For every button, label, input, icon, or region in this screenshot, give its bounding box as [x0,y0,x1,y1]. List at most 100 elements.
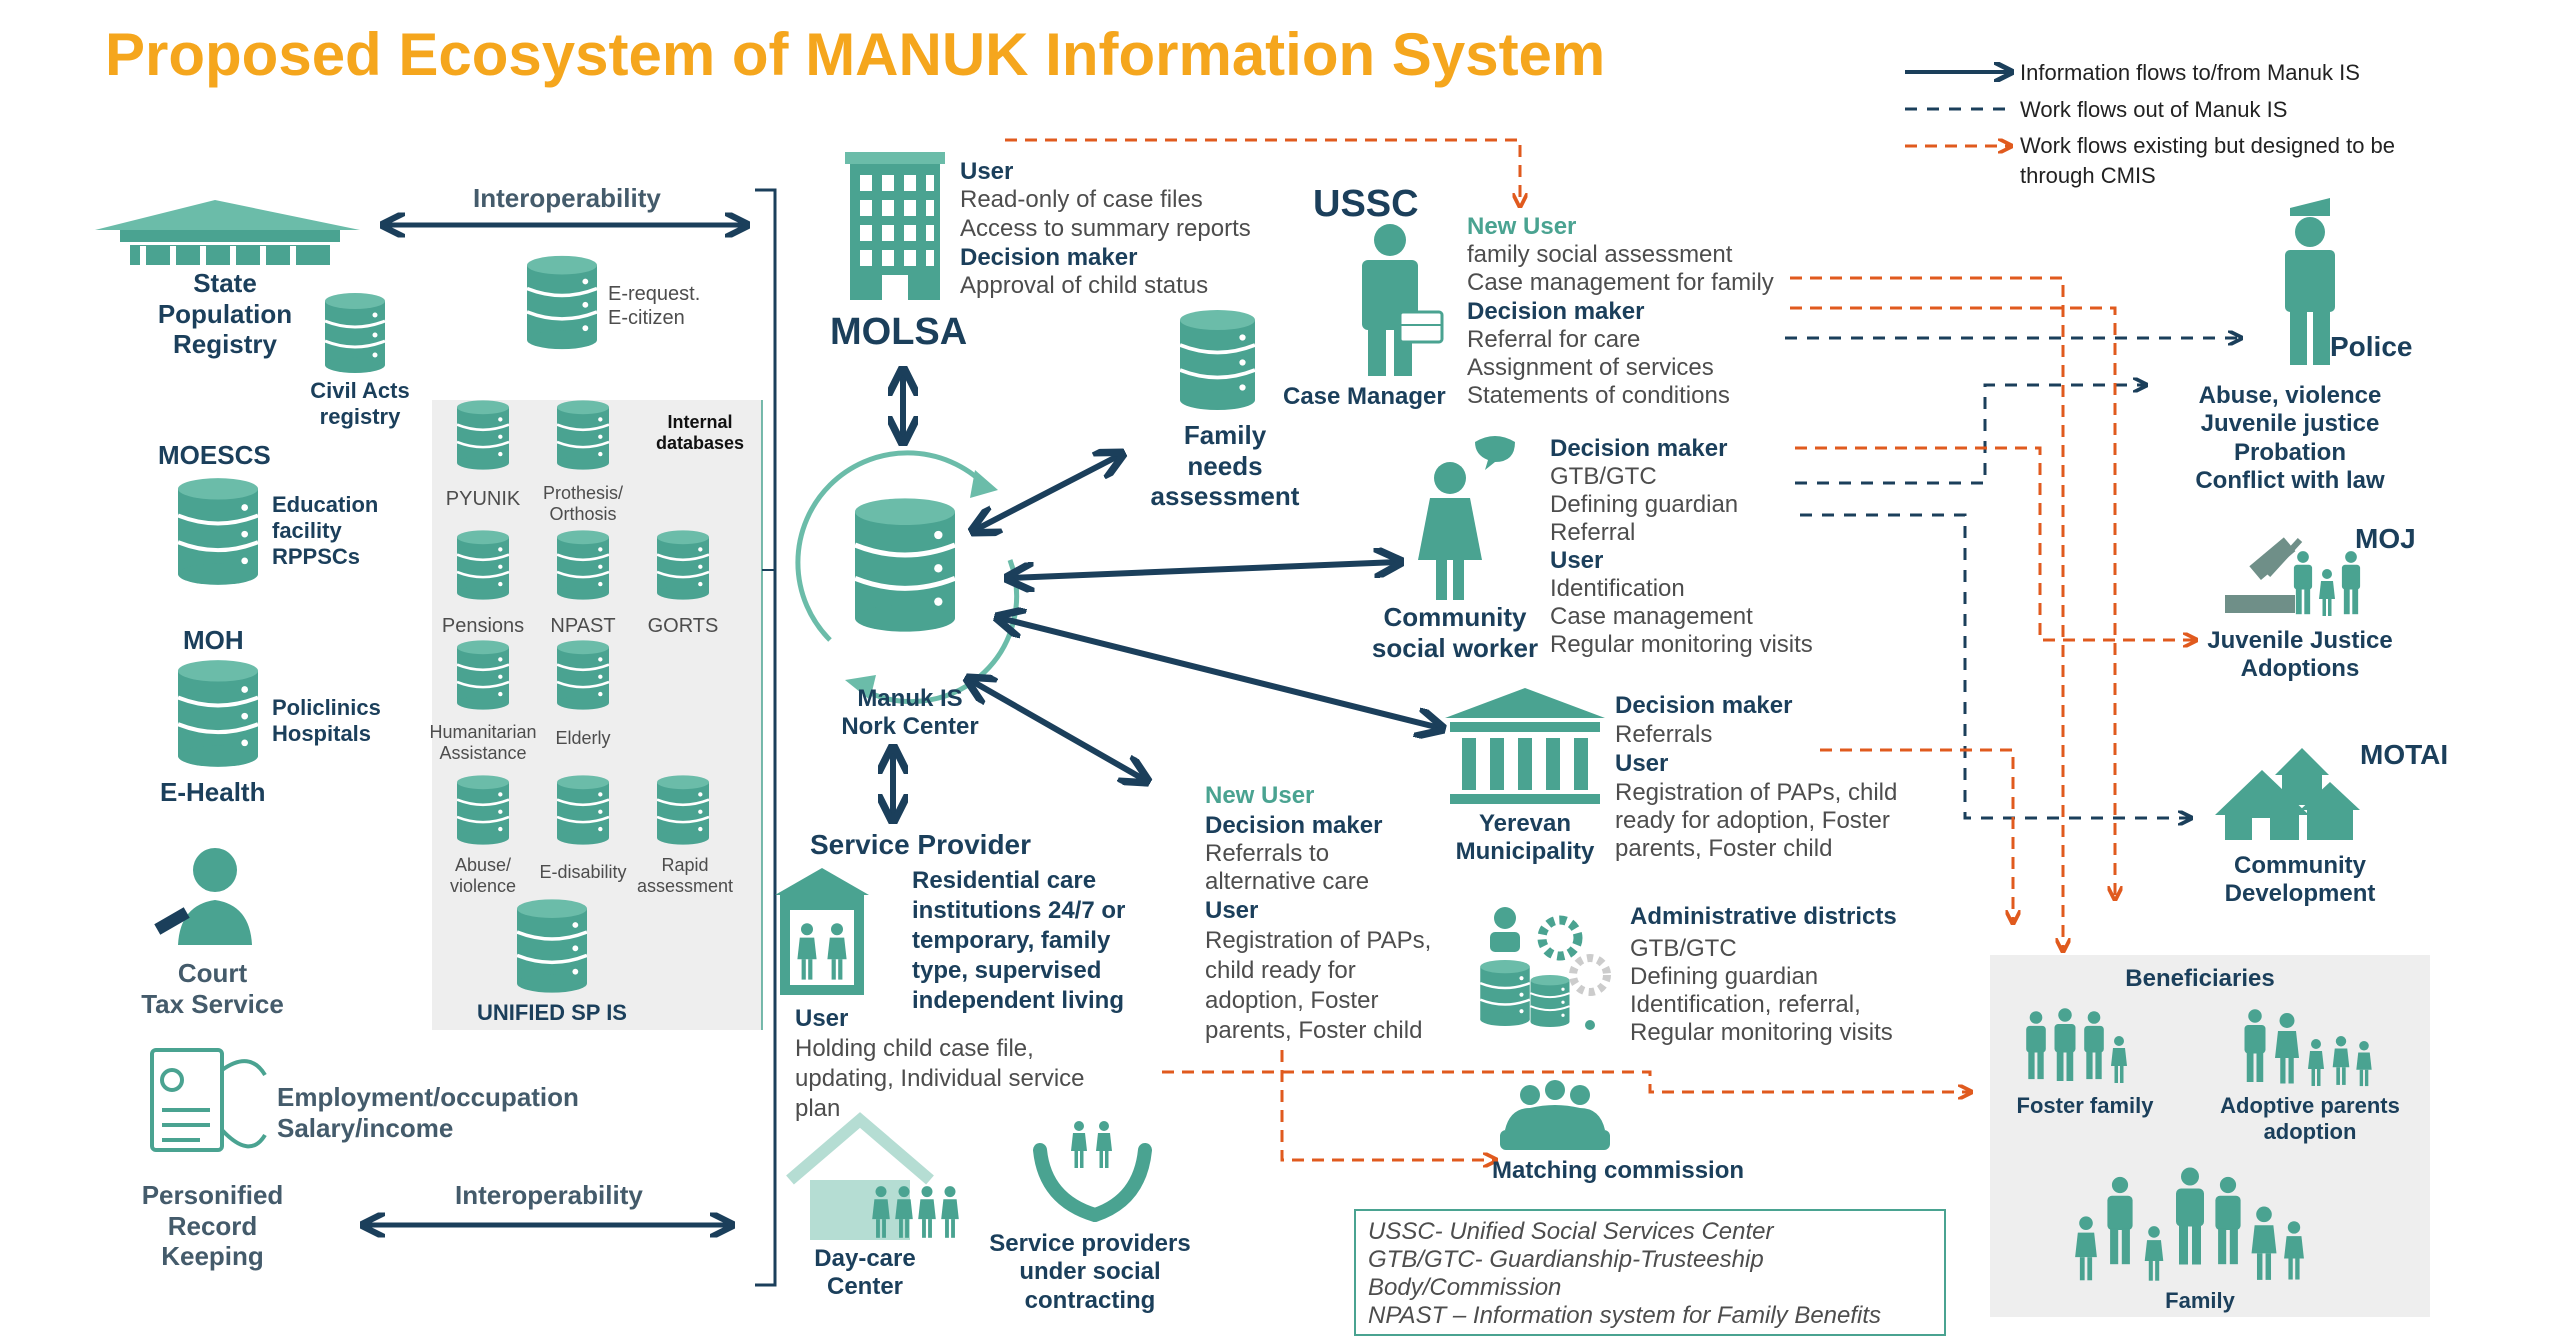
sp-u-1: Holding child case file, [795,1035,1034,1062]
ussc-label: USSC [1313,183,1419,225]
csw-u-2: Case management [1550,603,1753,630]
elderly-db-icon [557,640,609,710]
prk-line-1: Personified [141,1180,284,1210]
municipality-building-icon [1445,688,1605,804]
sp-u-3: plan [795,1095,841,1122]
molsa-user-2: Access to summary reports [960,215,1251,242]
moj-justice-icon [2225,537,2361,616]
yerevan-label: Yerevan Municipality [1440,810,1610,867]
edisability-label: E-disability [539,862,627,882]
motai-line-1: Community [2234,852,2366,879]
ussc-dm-2: Assignment of services [1467,354,1714,381]
csw-dm-3: Referral [1550,519,1636,546]
admin-l4: Regular monitoring visits [1630,1019,1893,1046]
unified-db-icon [517,897,587,995]
employment-line-2: Salary/income [277,1112,454,1143]
npast-db-icon [557,530,609,600]
service-provider-label: Service Provider [810,829,1032,860]
abbrev-l3: Body/Commission [1368,1274,1562,1301]
csw-u-3: Regular monitoring visits [1550,631,1813,658]
erequest-label: E-request. E-citizen [608,283,700,330]
cmis-flow-lines [1005,138,2195,1160]
contracting-line-1: Service providers [989,1230,1191,1257]
moescs-label: MOESCS [158,440,271,470]
family-needs-db-icon [1180,310,1255,410]
mid-user: User [1205,897,1259,924]
daycare-line-2: Center [826,1273,904,1301]
policlinics-line-1: Policlinics [272,695,381,720]
abuse-line-1: Abuse/ [454,855,512,875]
molsa-building-icon [845,152,945,300]
csw-u-1: Identification [1550,575,1685,602]
molsa-dm: Decision maker [960,244,1138,271]
court-line-1: Court [177,958,248,988]
mid-new-user: New User [1205,782,1315,809]
family-needs-label: Family needs assessment [1140,420,1310,512]
yerevan-u-1: Registration of PAPs, child [1615,779,1898,806]
ussc-dm-3: Statements of conditions [1467,382,1730,409]
employment-label: Employment/occupation Salary/income [277,1082,579,1143]
daycare-label: Day-care Center [800,1245,930,1302]
sp-res-5: independent living [912,987,1125,1014]
family-needs-line-1: Family [1183,420,1267,450]
social-worker-icon [1418,436,1515,600]
mid-dm-2: alternative care [1205,868,1370,895]
sp-res-4: type, supervised [912,957,1102,984]
yerevan-user: User [1615,750,1669,777]
yerevan-dm: Decision maker [1615,692,1793,719]
pyunik-db-icon [457,400,509,470]
internal-db-header: Internal databases [640,412,760,454]
gorts-label: GORTS [647,615,719,637]
erequest-line-1: E-request. [608,283,701,305]
csw-dm-1: GTB/GTC [1550,463,1657,490]
education-label: Education facility RPPSCs [272,492,378,570]
csw-line-1: Community [1383,602,1527,632]
abbrev-box [1354,1209,1946,1336]
humanitarian-label: Humanitarian Assistance [423,722,543,764]
molsa-dm-1: Approval of child status [960,272,1209,299]
state-registry-line-1: State [193,268,257,298]
yerevan-line-2: Municipality [1455,838,1595,866]
abuse-label: Abuse/ violence [433,855,533,897]
pensions-db-icon [457,530,509,600]
csw-dm-2: Defining guardian [1550,491,1739,518]
civil-acts-line-1: Civil Acts [310,378,410,403]
legend-cmis-flows-2: through CMIS [2020,163,2156,188]
molsa-user-1: Read-only of case files [960,186,1203,213]
prothesis-line-1: Prothesis/ [542,483,624,503]
court-label: Court Tax Service [130,958,295,1019]
sp-user: User [795,1005,849,1032]
adoptive-line-2: adoption [2263,1118,2357,1144]
civil-acts-label: Civil Acts registry [300,378,420,430]
police-label: Police [2330,331,2413,362]
moj-line-2: Adoptions [2240,655,2360,683]
yerevan-u-3: parents, Foster child [1615,835,1833,862]
work-flow-lines [1785,338,2240,818]
court-line-2: Tax Service [141,988,284,1019]
motai-label: MOTAI [2360,739,2449,770]
csw-label: Community social worker [1365,602,1545,663]
csw-dm: Decision maker [1550,435,1728,462]
state-registry-line-2: Population [157,298,293,329]
motai-line-2: Development [2224,880,2376,908]
admin-label: Administrative districts [1630,903,1897,930]
civil-acts-line-2: registry [319,403,401,429]
manuk-hub-icon [795,450,1020,704]
mid-u-3: adoption, Foster [1205,987,1379,1014]
health-db-icon [178,660,258,767]
admin-l1: GTB/GTC [1630,935,1737,962]
elderly-label: Elderly [555,728,611,748]
mid-dm: Decision maker [1205,812,1383,839]
legend-work-flows: Work flows out of Manuk IS [2020,97,2288,122]
abuse-line-2: violence [449,876,517,897]
ussc-new-user: New User [1467,213,1577,240]
manuk-line-1: Manuk IS [857,685,963,712]
legend-info-flows: Information flows to/from Manuk IS [2020,60,2360,85]
family-label: Family [2165,1288,2235,1313]
state-registry-label: State Population Registry [150,268,300,360]
police-desc: Abuse, violence Juvenile justice Probati… [2170,382,2410,495]
internal-db-panel [432,400,762,1030]
gorts-db-icon [657,530,709,600]
humanitarian-db-icon [457,640,509,710]
ussc-dm: Decision maker [1467,298,1645,325]
